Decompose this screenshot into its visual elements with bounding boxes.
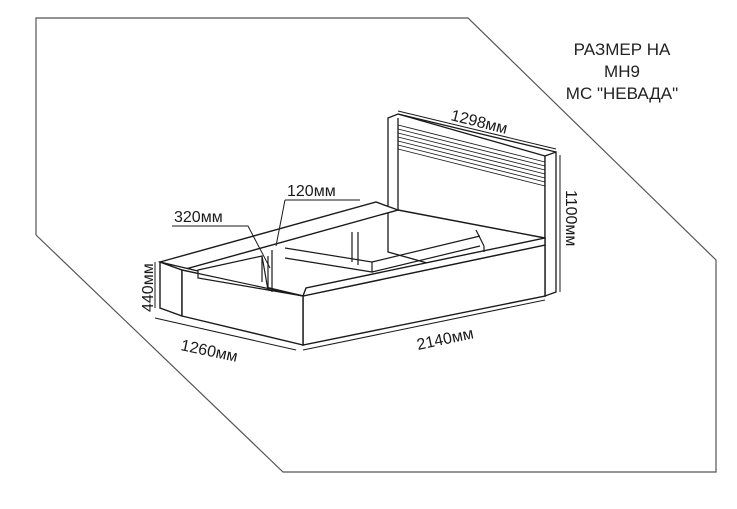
dim-headboard-height: 1100мм	[562, 190, 579, 246]
dim-panel-thickness: 120мм	[287, 183, 336, 200]
title-line-3: МС "НЕВАДА"	[565, 84, 679, 103]
dim-length: 2140мм	[415, 325, 475, 354]
bed-inner	[181, 229, 485, 297]
dim-inner-depth: 320мм	[174, 209, 223, 226]
dim-width: 1260мм	[179, 337, 239, 366]
title-line-2: МН9	[604, 62, 640, 81]
dimension-lines	[154, 110, 561, 351]
frame-border	[35, 17, 717, 473]
title-line-1: РАЗМЕР НА	[573, 40, 671, 59]
dim-side-height: 440мм	[140, 263, 157, 312]
